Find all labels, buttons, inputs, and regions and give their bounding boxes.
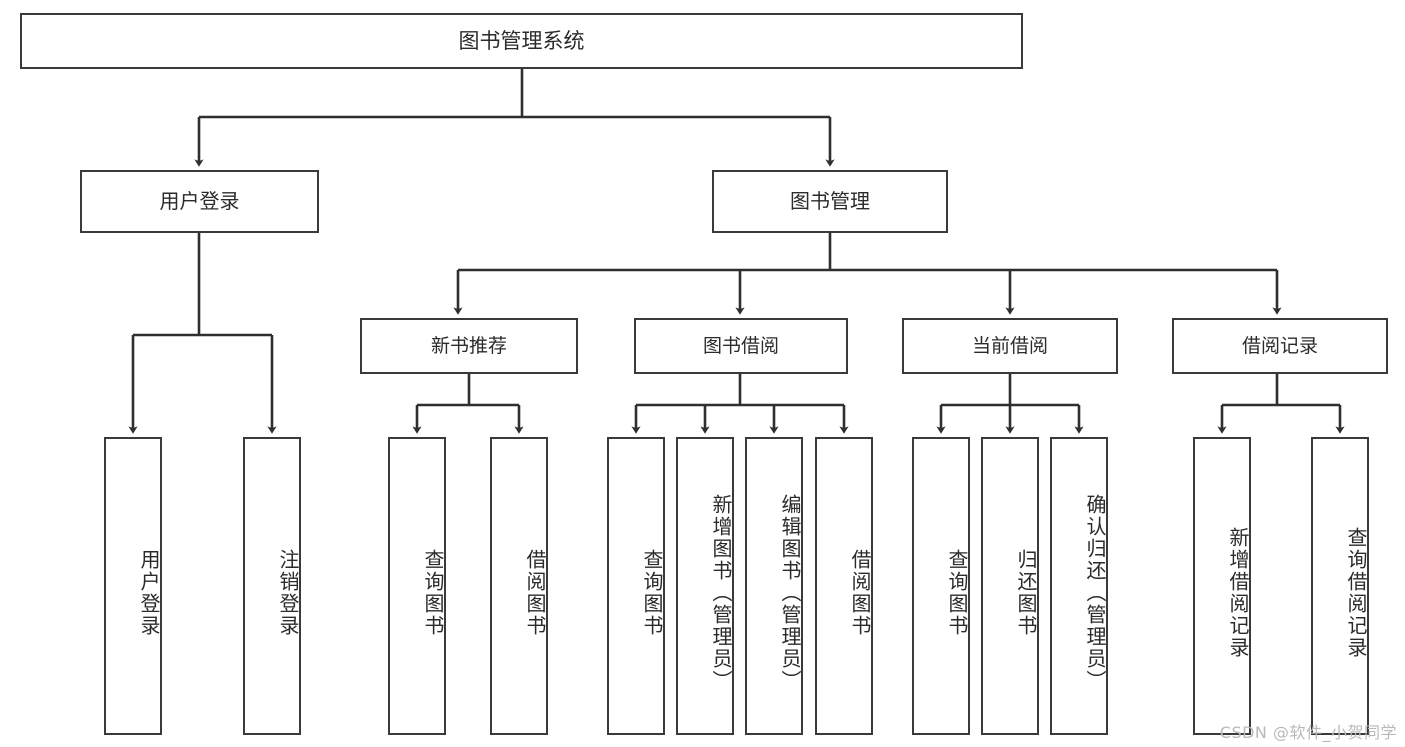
node-label: 注销登录 <box>276 549 300 637</box>
node-label: 归还图书 <box>1014 549 1038 637</box>
node-current-borrow[interactable]: 当前借阅 <box>902 318 1118 374</box>
node-label: 查询图书 <box>945 549 969 637</box>
node-label: 借阅记录 <box>1241 334 1318 357</box>
leaf-edit-book-admin[interactable]: 编辑图书（管理员） <box>745 437 803 735</box>
leaf-query-book-current[interactable]: 查询图书 <box>912 437 970 735</box>
node-label: 确认归还（管理员） <box>1083 494 1107 692</box>
leaf-query-borrow-record[interactable]: 查询借阅记录 <box>1311 437 1369 735</box>
node-label: 查询图书 <box>640 549 664 637</box>
node-label: 图书借阅 <box>702 334 779 357</box>
node-book-management[interactable]: 图书管理 <box>712 170 948 233</box>
leaf-user-login[interactable]: 用户登录 <box>104 437 162 735</box>
node-label: 图书管理系统 <box>458 28 585 53</box>
node-new-book-recommend[interactable]: 新书推荐 <box>360 318 578 374</box>
node-label: 编辑图书（管理员） <box>778 494 802 692</box>
node-root-book-management-system[interactable]: 图书管理系统 <box>20 13 1023 69</box>
leaf-confirm-return-admin[interactable]: 确认归还（管理员） <box>1050 437 1108 735</box>
watermark-text: CSDN @软件_小贺同学 <box>1219 723 1397 742</box>
node-label: 用户登录 <box>159 188 240 213</box>
leaf-borrow-book[interactable]: 借阅图书 <box>815 437 873 735</box>
node-label: 新增图书（管理员） <box>709 494 733 692</box>
node-label: 查询借阅记录 <box>1344 527 1368 659</box>
node-label: 新书推荐 <box>430 334 507 357</box>
leaf-query-book-borrow[interactable]: 查询图书 <box>607 437 665 735</box>
leaf-add-book-admin[interactable]: 新增图书（管理员） <box>676 437 734 735</box>
node-borrow-record[interactable]: 借阅记录 <box>1172 318 1388 374</box>
leaf-query-book-recommend[interactable]: 查询图书 <box>388 437 446 735</box>
leaf-return-book[interactable]: 归还图书 <box>981 437 1039 735</box>
node-label: 查询图书 <box>421 549 445 637</box>
node-label: 新增借阅记录 <box>1226 527 1250 659</box>
node-user-login[interactable]: 用户登录 <box>80 170 319 233</box>
leaf-borrow-book-recommend[interactable]: 借阅图书 <box>490 437 548 735</box>
leaf-add-borrow-record[interactable]: 新增借阅记录 <box>1193 437 1251 735</box>
node-label: 用户登录 <box>137 549 161 637</box>
node-label: 借阅图书 <box>848 549 872 637</box>
node-label: 图书管理 <box>790 188 870 213</box>
node-label: 借阅图书 <box>523 549 547 637</box>
node-book-borrow[interactable]: 图书借阅 <box>634 318 848 374</box>
leaf-logout[interactable]: 注销登录 <box>243 437 301 735</box>
node-label: 当前借阅 <box>971 334 1048 357</box>
